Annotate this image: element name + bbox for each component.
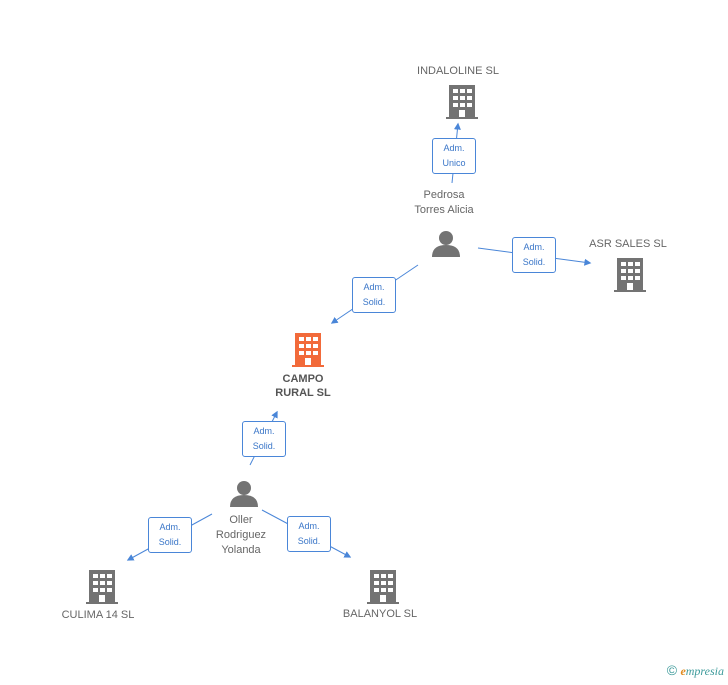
- company-label-asr-sales[interactable]: ASR SALES SL: [589, 238, 667, 250]
- brand-logo: © empresia: [667, 662, 724, 679]
- edges: [126, 122, 592, 561]
- role-badge-oller-campo: Adm. Solid.: [242, 421, 286, 457]
- person-icon-oller[interactable]: [230, 481, 258, 507]
- brand-logo-text: mpresia: [685, 664, 724, 678]
- company-label-campo-rural[interactable]: CAMPO RURAL SL: [253, 372, 353, 400]
- person-name-line: Rodriguez: [215, 529, 267, 541]
- role-badge-pedrosa-asr: Adm. Solid.: [512, 237, 556, 273]
- role-badge-pedrosa-campo: Adm. Solid.: [352, 277, 396, 313]
- person-name-line: Oller: [229, 514, 253, 526]
- company-name-line: RURAL SL: [275, 387, 331, 399]
- person-name-line: Torres Alicia: [414, 204, 474, 216]
- person-name-line: Yolanda: [221, 544, 261, 556]
- person-icon-pedrosa[interactable]: [432, 231, 460, 257]
- building-icon-asr-sales[interactable]: [614, 258, 646, 292]
- building-icon-campo-rural[interactable]: [292, 333, 324, 367]
- role-badge-oller-balanyol: Adm. Solid.: [287, 516, 331, 552]
- role-badge-pedrosa-indaloline: Adm. Unico: [432, 138, 476, 174]
- company-name-line: CAMPO: [282, 373, 324, 385]
- building-icon-balanyol[interactable]: [367, 570, 399, 604]
- company-label-balanyol[interactable]: BALANYOL SL: [342, 608, 418, 620]
- brand-logo-e: e: [680, 664, 686, 678]
- building-icon-indaloline[interactable]: [446, 85, 478, 119]
- company-label-culima[interactable]: CULIMA 14 SL: [61, 609, 135, 621]
- building-icon-culima[interactable]: [86, 570, 118, 604]
- company-label-indaloline[interactable]: INDALOLINE SL: [417, 65, 499, 77]
- role-badge-oller-culima: Adm. Solid.: [148, 517, 192, 553]
- copyright-icon: ©: [666, 662, 678, 678]
- person-name-line: Pedrosa: [423, 189, 465, 201]
- person-label-oller[interactable]: Oller Rodriguez Yolanda: [191, 513, 291, 558]
- person-label-pedrosa[interactable]: Pedrosa Torres Alicia: [394, 188, 494, 218]
